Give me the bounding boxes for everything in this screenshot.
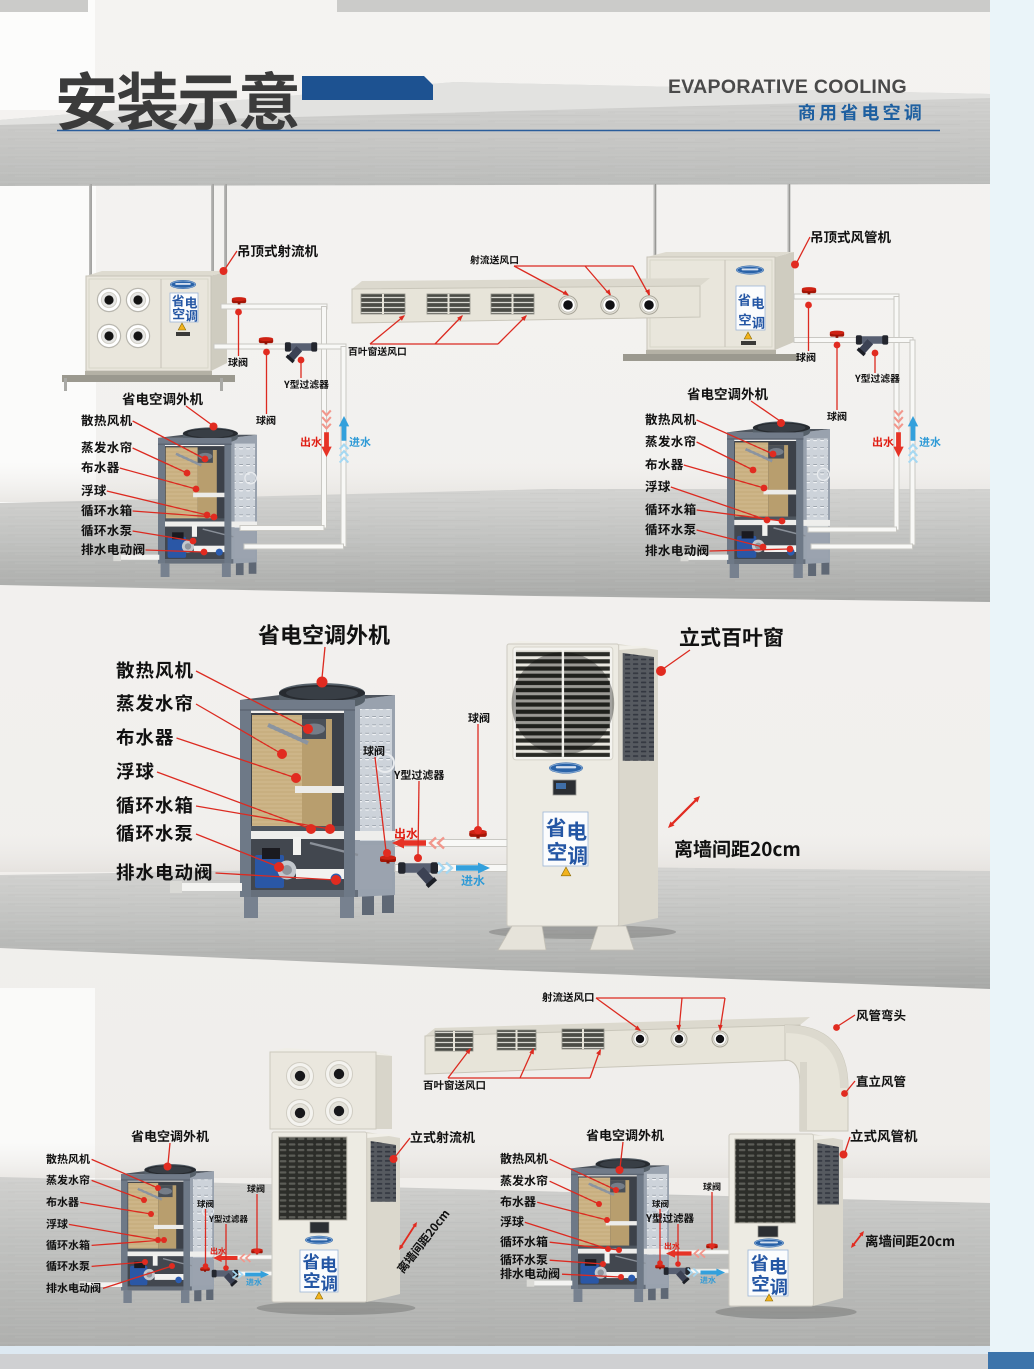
svg-text:EVAPORATIVE COOLING: EVAPORATIVE COOLING	[668, 76, 907, 98]
